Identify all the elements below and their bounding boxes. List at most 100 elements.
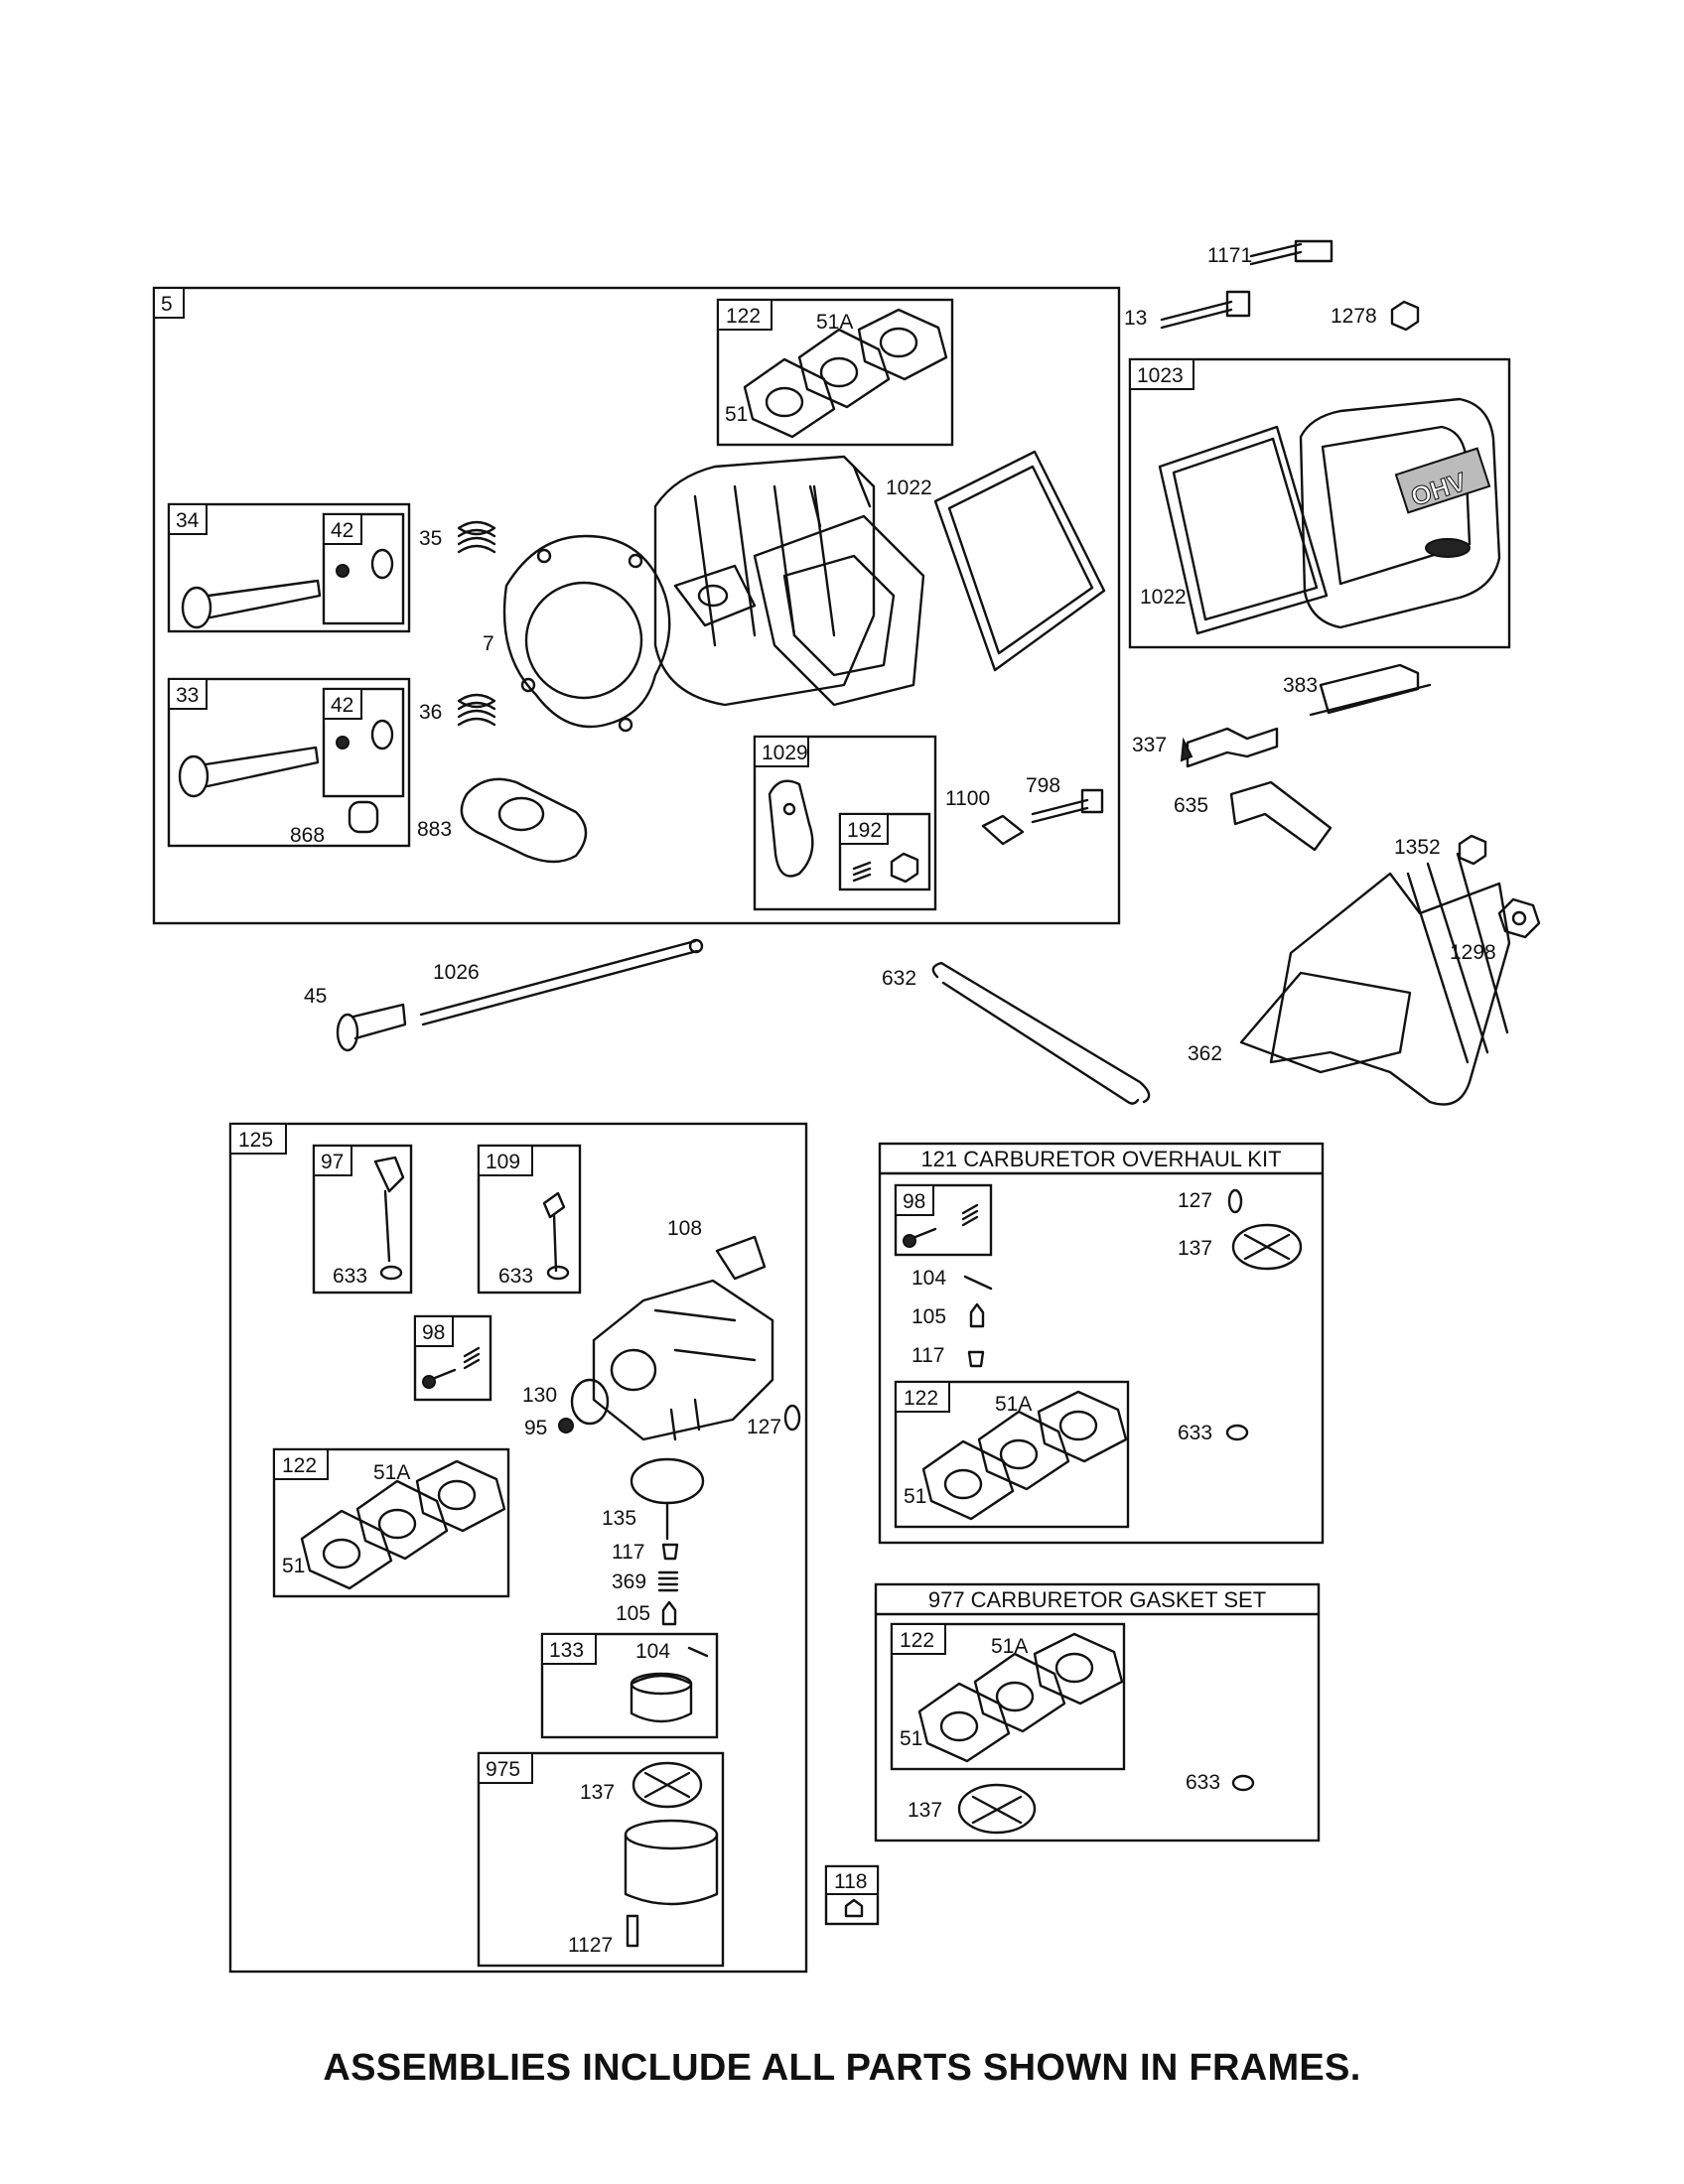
bowl-gasket-icon [1231,1223,1303,1271]
frame-rocker-arm: 1029 192 [753,735,937,911]
label-51A-kit: 51A [995,1393,1032,1416]
frame-label-109: 109 [486,1151,520,1173]
push-rod-icon [419,938,704,1026]
frame-label-122-gasket-set: 122 [900,1629,934,1652]
plug-icon [844,1898,864,1918]
label-51-top: 51 [725,403,748,426]
frame-intake-valve: 33 42 868 [167,677,411,848]
valve-spring-icon [457,520,496,554]
label-1026: 1026 [433,961,480,984]
frame-label-98: 98 [422,1321,445,1344]
rocker-stud-icon [1031,788,1104,824]
frame-choke-shaft: 109 633 [477,1144,582,1295]
spark-plug-icon [1180,727,1279,768]
nut-icon [1458,834,1487,866]
bowl-screw-icon [626,1914,639,1948]
guide-plate-icon [981,814,1025,846]
breather-fitting-icon [1249,239,1333,266]
label-35: 35 [419,527,442,550]
bolt-icon [1160,290,1251,330]
nut-icon [1497,897,1541,939]
exhaust-gasket-icon [460,777,588,864]
screw-icon [558,1418,574,1433]
throttle-shaft-icon [373,1156,405,1281]
label-633-gasket-set: 633 [1186,1771,1220,1794]
footer-note: ASSEMBLIES INCLUDE ALL PARTS SHOWN IN FR… [323,2047,1361,2089]
label-1022-a: 1022 [886,477,932,499]
frame-gasket-set-kit: 977 CARBURETOR GASKET SET 122 51A 51 633… [874,1582,1321,1843]
label-137-kit: 137 [1178,1237,1212,1260]
frame-label-975: 975 [486,1758,520,1781]
float-icon [630,1672,693,1723]
label-137-gasket-set: 137 [908,1799,942,1822]
label-51A-top: 51A [816,311,853,334]
label-95: 95 [524,1417,547,1439]
label-633-b: 633 [498,1265,533,1288]
frame-label-122-kit: 122 [904,1387,938,1410]
intake-gasket-icon [917,1632,1124,1763]
frame-intake-gasket-set-top: 122 51A 51 [716,298,954,447]
jet-icon [967,1350,985,1368]
cover-gasket-icon [933,450,1106,672]
retainer-icon [336,719,394,751]
label-1100: 1100 [945,787,990,810]
valve-spring-icon [457,693,496,727]
idle-screw-icon [903,1203,979,1248]
label-135: 135 [602,1507,636,1530]
label-1352: 1352 [1394,836,1441,859]
label-127-kit: 127 [1178,1189,1212,1212]
label-369: 369 [612,1570,646,1593]
valve-cover-icon: OHV [1299,397,1501,629]
label-633-kit: 633 [1178,1422,1212,1444]
frame-label-42-b: 42 [331,694,353,717]
frame-carburetor: 125 [228,1122,808,1974]
nut-icon [1390,300,1420,332]
float-bowl-icon [624,1819,719,1906]
frame-label-cylinder-head: 5 [161,293,173,316]
frame-label-1029: 1029 [762,742,808,764]
rocker-nut-icon [852,852,919,884]
frame-label-118: 118 [834,1870,867,1893]
float-pin-icon [963,1275,993,1291]
cover-gasket-icon [1158,425,1329,635]
frame-label-gasket-set-top: 122 [726,305,761,328]
rocker-arm-icon [768,779,814,878]
fuel-bowl-valve-icon [630,1457,705,1541]
label-798: 798 [1026,774,1060,797]
needle-icon [661,1600,677,1626]
frame-label-1023: 1023 [1137,364,1184,387]
spring-icon [657,1570,679,1592]
label-13: 13 [1124,307,1147,330]
label-117-kit: 117 [912,1344,944,1367]
frame-label-133: 133 [549,1639,584,1662]
frame-gasket-set-carb: 122 51A 51 [272,1447,510,1598]
label-104: 104 [635,1640,670,1663]
spark-plug-boot-icon [1309,663,1432,717]
overhaul-kit-title: 121 CARBURETOR OVERHAUL KIT [920,1147,1281,1171]
needle-icon [969,1302,985,1328]
choke-shaft-icon [542,1191,570,1281]
label-108: 108 [667,1217,702,1240]
label-868: 868 [290,824,325,847]
frame-idle-screw: 98 [413,1314,492,1402]
label-7: 7 [483,632,494,655]
bowl-gasket-icon [632,1761,703,1809]
label-1278: 1278 [1331,305,1377,328]
throttle-plate-icon [570,1378,610,1426]
label-105: 105 [616,1602,650,1625]
frame-exhaust-valve: 34 42 [167,502,411,633]
intake-gasket-icon [300,1459,506,1590]
frame-overhaul-kit: 121 CARBURETOR OVERHAUL KIT 98 127 137 1… [878,1142,1325,1545]
retainer-icon [336,548,394,580]
label-1127: 1127 [568,1934,613,1957]
washer-icon [1225,1424,1249,1441]
frame-label-122-carb: 122 [282,1454,317,1477]
label-635: 635 [1174,794,1208,817]
label-633-a: 633 [333,1265,367,1288]
valve-seal-icon [348,800,379,834]
intake-gasket-icon [921,1390,1128,1521]
label-51-gasket-set: 51 [900,1727,922,1750]
cylinder-head-icon [653,455,925,707]
label-137-bowl: 137 [580,1781,615,1804]
